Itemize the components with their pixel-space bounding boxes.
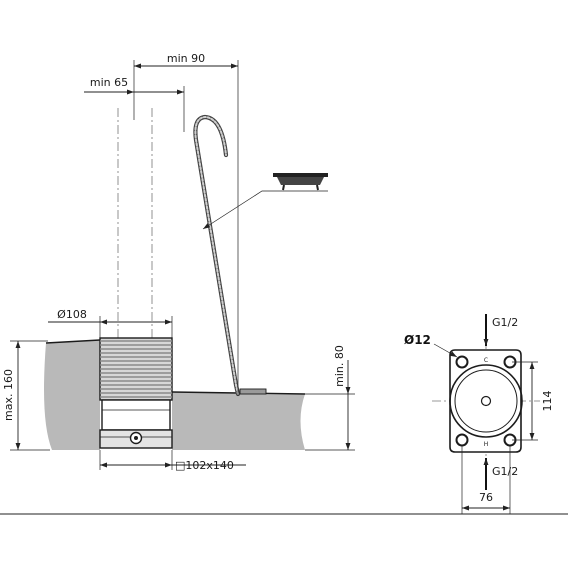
bathtub-foot-left bbox=[282, 184, 285, 191]
drain-port-core bbox=[134, 436, 138, 440]
bathtub-foot-right bbox=[316, 184, 319, 191]
label-76: 76 bbox=[479, 491, 493, 504]
floor-section bbox=[44, 339, 306, 450]
leader-hole-diameter bbox=[433, 343, 458, 358]
side-view: min 90 min 65 Ø108 max. 160 bbox=[2, 52, 355, 472]
label-diameter-108: Ø108 bbox=[57, 308, 87, 321]
mixer-body-ribs bbox=[100, 340, 172, 398]
label-min-80: min. 80 bbox=[333, 345, 346, 387]
bathtub-leader bbox=[202, 190, 328, 230]
dimension-114: 114 bbox=[512, 361, 554, 441]
top-view: C H Ø12 G1/2 G1/2 114 76 bbox=[404, 314, 554, 514]
dimension-max-160: max. 160 bbox=[2, 340, 50, 451]
bathtub-rim bbox=[273, 173, 328, 177]
label-base-size: □102x140 bbox=[175, 459, 234, 472]
label-hole-diameter: Ø12 bbox=[404, 333, 431, 347]
dimension-min-65: min 65 bbox=[84, 76, 185, 132]
label-max-160: max. 160 bbox=[2, 369, 15, 421]
dimension-76: 76 bbox=[461, 446, 511, 514]
mounting-holes bbox=[455, 355, 517, 447]
floor-fill-right bbox=[172, 392, 305, 450]
bathtub-symbol bbox=[202, 173, 328, 230]
dimension-min-80: min. 80 bbox=[305, 345, 355, 451]
label-114: 114 bbox=[541, 391, 554, 412]
spout-hose-core bbox=[194, 115, 239, 395]
center-outlet bbox=[480, 395, 492, 407]
body-ring-inner bbox=[454, 369, 518, 433]
mounting-hole-bottom-left bbox=[455, 433, 469, 447]
body-ring-outer bbox=[449, 364, 523, 438]
mark-cold: C bbox=[484, 357, 488, 364]
dimension-base-size: □102x140 bbox=[99, 450, 246, 472]
mixer-lower-housing bbox=[101, 399, 171, 431]
spout-hose bbox=[193, 114, 267, 397]
label-inlet-bottom: G1/2 bbox=[492, 465, 518, 478]
bathtub-basin bbox=[277, 177, 324, 185]
mark-hot: H bbox=[484, 441, 489, 448]
floor-fill bbox=[44, 340, 100, 450]
label-min-90: min 90 bbox=[167, 52, 205, 65]
label-min-65: min 65 bbox=[90, 76, 128, 89]
mixer-body bbox=[99, 337, 173, 449]
mounting-hole-top-left bbox=[455, 355, 469, 369]
floor-top-edge-left bbox=[45, 339, 101, 344]
dimension-min-90: min 90 bbox=[133, 52, 239, 396]
spout-base-flange bbox=[239, 388, 267, 395]
dimension-diameter-108: Ø108 bbox=[48, 308, 173, 338]
label-inlet-top: G1/2 bbox=[492, 316, 518, 329]
